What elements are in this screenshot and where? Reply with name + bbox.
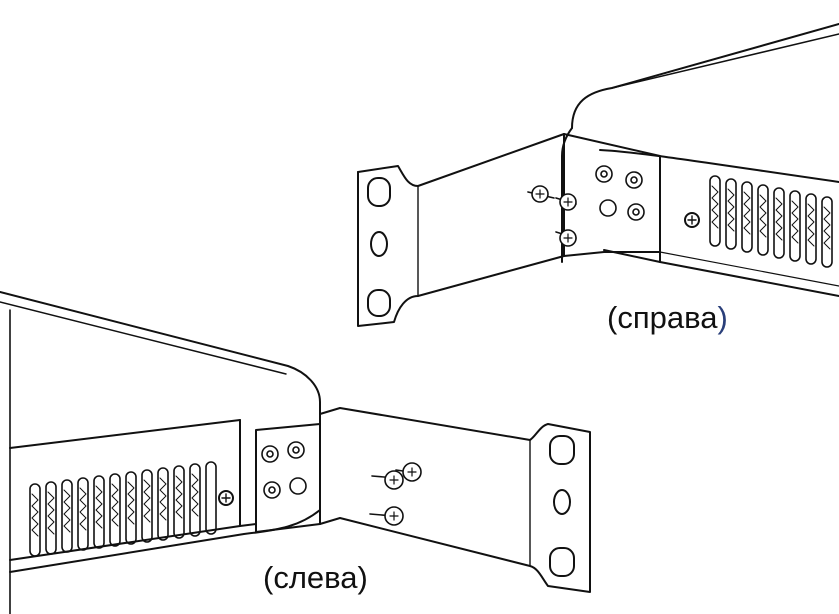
right-bracket-holes	[595, 165, 645, 221]
left-bracket-holes	[261, 441, 307, 499]
right-bracket	[357, 133, 661, 327]
left-screws	[369, 462, 422, 526]
right-vent-slots	[709, 175, 833, 268]
right-chassis-screw-icon	[684, 212, 700, 228]
label-right-side: (справа)	[607, 302, 728, 333]
left-vent-slots	[29, 461, 217, 557]
label-left-side: (слева)	[263, 560, 368, 595]
left-vent-pattern	[31, 473, 199, 537]
left-chassis-screw-icon	[218, 490, 234, 506]
right-screws	[527, 185, 577, 247]
right-chassis	[561, 23, 839, 297]
label-right-text: (справа	[607, 300, 718, 335]
right-vent-pattern	[711, 185, 831, 250]
left-bracket	[319, 407, 591, 593]
label-right-close-paren: )	[717, 300, 728, 335]
